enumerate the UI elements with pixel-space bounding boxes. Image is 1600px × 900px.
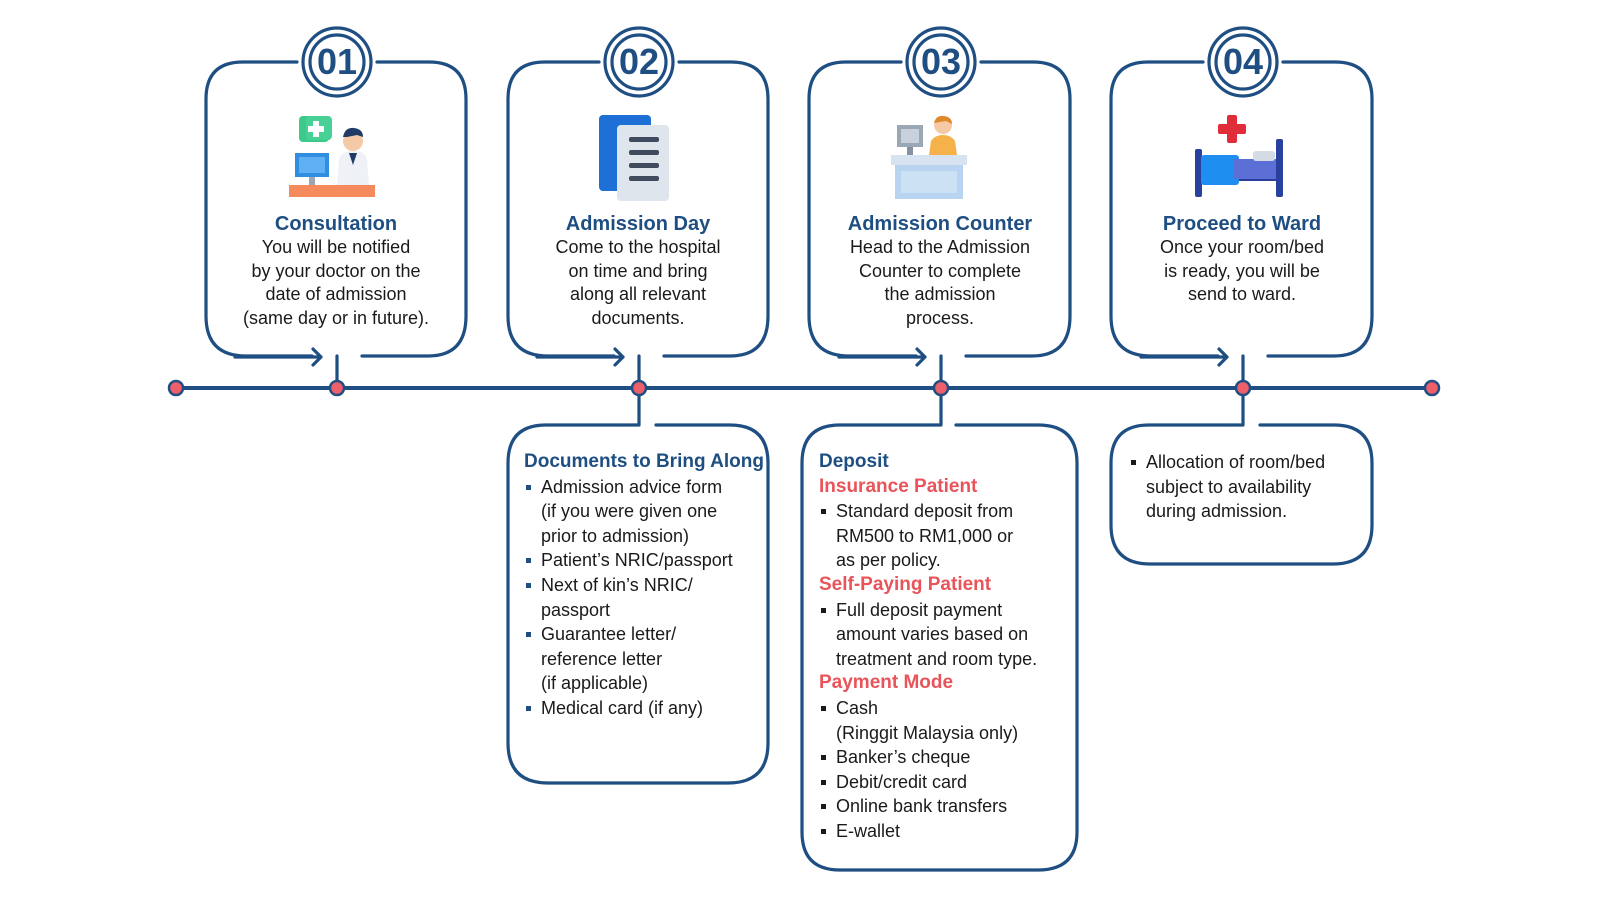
documents-box: Documents to Bring Along Admission advic… — [524, 450, 764, 721]
list-item: E-wallet — [819, 819, 1071, 844]
list-item: Medical card (if any) — [524, 696, 764, 721]
step-description-4: Once your room/bed is ready, you will be… — [1159, 237, 1325, 304]
step-description-3: Head to the Admission Counter to complet… — [849, 237, 1031, 328]
doctor-consultation-icon — [289, 116, 375, 197]
ward-box: Allocation of room/bed subject to availa… — [1129, 450, 1365, 524]
list-item: Online bank transfers — [819, 794, 1071, 819]
arrow-right-icon — [535, 347, 625, 367]
documents-box-outline — [506, 423, 770, 785]
documents-list: Admission advice form (if you were given… — [524, 475, 764, 721]
list-item: Debit/credit card — [819, 770, 1071, 795]
step-number-circle-1 — [301, 26, 373, 98]
documents-icon — [599, 115, 669, 201]
step-text-4: Proceed to Ward Once your room/bed is re… — [1116, 212, 1368, 307]
step-card-2-outline — [506, 60, 770, 358]
step-card-4-outline — [1109, 60, 1374, 358]
step-number-4: 04 — [1222, 41, 1264, 82]
timeline-dot — [1234, 379, 1252, 397]
deposit-box-outline — [800, 423, 1079, 872]
list-item: Admission advice form (if you were given… — [524, 475, 764, 549]
step-card-1-outline — [204, 60, 468, 358]
step-text-2: Admission Day Come to the hospital on ti… — [513, 212, 763, 330]
timeline-dot — [328, 379, 346, 397]
step-description-1: You will be notified by your doctor on t… — [242, 237, 430, 328]
documents-heading: Documents to Bring Along — [524, 451, 764, 472]
list-item: Cash (Ringgit Malaysia only) — [819, 696, 1071, 745]
self-paying-list: Full deposit payment amount varies based… — [819, 598, 1071, 672]
step-title-2: Admission Day — [565, 213, 711, 235]
hospital-bed-icon — [1195, 115, 1283, 197]
step-title-4: Proceed to Ward — [1162, 213, 1322, 235]
list-item: Banker’s cheque — [819, 745, 1071, 770]
step-number-2: 02 — [618, 41, 660, 82]
step-number-circle-2 — [603, 26, 675, 98]
insurance-patient-heading: Insurance Patient — [819, 475, 978, 497]
step-number-circle-4 — [1207, 26, 1279, 98]
timeline-dot — [630, 379, 648, 397]
deposit-heading: Deposit — [819, 451, 889, 472]
ward-list: Allocation of room/bed subject to availa… — [1129, 450, 1365, 524]
step-description-2: Come to the hospital on time and bring a… — [555, 237, 721, 328]
insurance-list: Standard deposit from RM500 to RM1,000 o… — [819, 499, 1071, 573]
deposit-box: Deposit Insurance Patient Standard depos… — [819, 450, 1071, 844]
step-text-1: Consultation You will be notified by you… — [216, 212, 456, 330]
self-paying-patient-heading: Self-Paying Patient — [819, 573, 992, 595]
timeline-dot — [1423, 379, 1441, 397]
reception-counter-icon — [891, 115, 967, 199]
timeline-dot — [167, 379, 185, 397]
list-item: Next of kin’s NRIC/ passport — [524, 573, 764, 622]
step-number-3: 03 — [920, 41, 962, 82]
step-title-3: Admission Counter — [847, 213, 1033, 235]
list-item: Standard deposit from RM500 to RM1,000 o… — [819, 499, 1071, 573]
list-item: Allocation of room/bed subject to availa… — [1129, 450, 1365, 524]
step-title-1: Consultation — [274, 213, 398, 235]
arrow-right-icon — [837, 347, 927, 367]
ward-box-outline — [1109, 423, 1374, 566]
step-number-circle-3 — [905, 26, 977, 98]
list-item: Patient’s NRIC/passport — [524, 548, 764, 573]
list-item: Full deposit payment amount varies based… — [819, 598, 1071, 672]
step-card-3-outline — [807, 60, 1072, 358]
payment-mode-list: Cash (Ringgit Malaysia only) Banker’s ch… — [819, 696, 1071, 844]
payment-mode-heading: Payment Mode — [819, 672, 954, 694]
timeline-dot — [932, 379, 950, 397]
arrow-right-icon — [233, 347, 323, 367]
step-text-3: Admission Counter Head to the Admission … — [814, 212, 1066, 330]
list-item: Guarantee letter/ reference letter (if a… — [524, 622, 764, 696]
arrow-right-icon — [1139, 347, 1229, 367]
step-number-1: 01 — [316, 41, 358, 82]
